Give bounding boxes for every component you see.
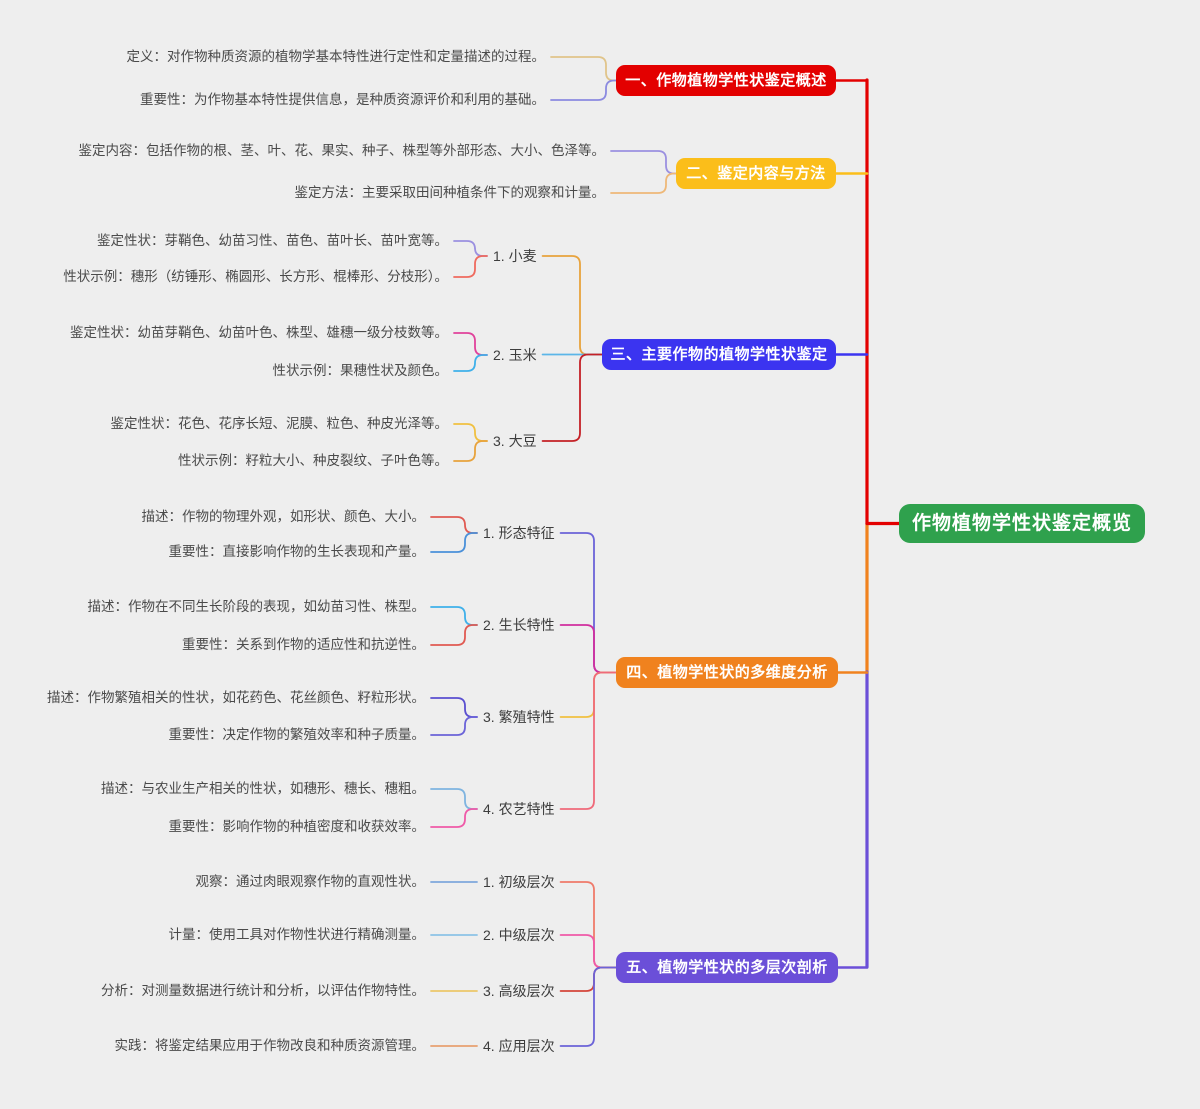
sub-node-b5-2[interactable]: 3. 高级层次 <box>483 983 555 999</box>
branch-node-b3[interactable]: 三、主要作物的植物学性状鉴定 <box>602 339 836 370</box>
leaf-b5-0-0: 观察：通过肉眼观察作物的直观性状。 <box>195 874 426 890</box>
leaf-b4-3-0: 描述：与农业生产相关的性状，如穗形、穗长、穗粗。 <box>101 781 425 797</box>
leaf-b4-1-0: 描述：作物在不同生长阶段的表现，如幼苗习性、株型。 <box>87 599 426 615</box>
sub-node-b4-0[interactable]: 1. 形态特征 <box>483 525 555 541</box>
leaf-b5-2-0: 分析：对测量数据进行统计和分析，以评估作物特性。 <box>101 983 425 999</box>
sub-node-b5-1[interactable]: 2. 中级层次 <box>483 927 555 943</box>
branch-node-b4[interactable]: 四、植物学性状的多维度分析 <box>616 657 838 688</box>
leaf-b3-1-0: 鉴定性状：幼苗芽鞘色、幼苗叶色、株型、雄穗一级分枝数等。 <box>70 325 448 341</box>
sub-node-b5-0[interactable]: 1. 初级层次 <box>483 874 555 890</box>
leaf-b4-2-1: 重要性：决定作物的繁殖效率和种子质量。 <box>168 727 426 743</box>
branch-node-b1[interactable]: 一、作物植物学性状鉴定概述 <box>616 65 836 96</box>
branch-node-b5[interactable]: 五、植物学性状的多层次剖析 <box>616 952 838 983</box>
leaf-b1-1: 重要性：为作物基本特性提供信息，是种质资源评价和利用的基础。 <box>140 92 545 108</box>
leaf-b3-0-0: 鉴定性状：芽鞘色、幼苗习性、苗色、苗叶长、苗叶宽等。 <box>97 233 448 249</box>
leaf-b3-2-1: 性状示例：籽粒大小、种皮裂纹、子叶色等。 <box>178 453 448 469</box>
leaf-b5-3-0: 实践：将鉴定结果应用于作物改良和种质资源管理。 <box>114 1038 426 1054</box>
sub-node-b5-3[interactable]: 4. 应用层次 <box>483 1038 555 1054</box>
root-node[interactable]: 作物植物学性状鉴定概览 <box>899 504 1145 543</box>
leaf-b4-0-0: 描述：作物的物理外观，如形状、颜色、大小。 <box>141 509 426 525</box>
sub-node-b4-3[interactable]: 4. 农艺特性 <box>483 801 555 817</box>
leaf-b4-0-1: 重要性：直接影响作物的生长表现和产量。 <box>168 544 426 560</box>
leaf-b4-3-1: 重要性：影响作物的种植密度和收获效率。 <box>168 819 426 835</box>
leaf-b4-2-0: 描述：作物繁殖相关的性状，如花药色、花丝颜色、籽粒形状。 <box>47 690 425 706</box>
leaf-b4-1-1: 重要性：关系到作物的适应性和抗逆性。 <box>182 637 425 653</box>
sub-node-b3-1[interactable]: 2. 玉米 <box>493 347 537 363</box>
branch-node-b2[interactable]: 二、鉴定内容与方法 <box>676 158 836 189</box>
sub-node-b3-0[interactable]: 1. 小麦 <box>493 248 537 264</box>
leaf-b3-0-1: 性状示例：穗形（纺锤形、椭圆形、长方形、棍棒形、分枝形）。 <box>63 269 448 285</box>
sub-node-b4-1[interactable]: 2. 生长特性 <box>483 617 555 633</box>
leaf-b2-0: 鉴定内容：包括作物的根、茎、叶、花、果实、种子、株型等外部形态、大小、色泽等。 <box>78 143 606 159</box>
leaf-b1-0: 定义：对作物种质资源的植物学基本特性进行定性和定量描述的过程。 <box>126 49 546 65</box>
sub-node-b4-2[interactable]: 3. 繁殖特性 <box>483 709 555 725</box>
leaf-b5-1-0: 计量：使用工具对作物性状进行精确测量。 <box>168 927 426 943</box>
leaf-b3-2-0: 鉴定性状：花色、花序长短、泥膜、粒色、种皮光泽等。 <box>110 416 449 432</box>
leaf-b2-1: 鉴定方法：主要采取田间种植条件下的观察和计量。 <box>294 185 606 201</box>
leaf-b3-1-1: 性状示例：果穗性状及颜色。 <box>272 363 449 379</box>
sub-node-b3-2[interactable]: 3. 大豆 <box>493 433 537 449</box>
